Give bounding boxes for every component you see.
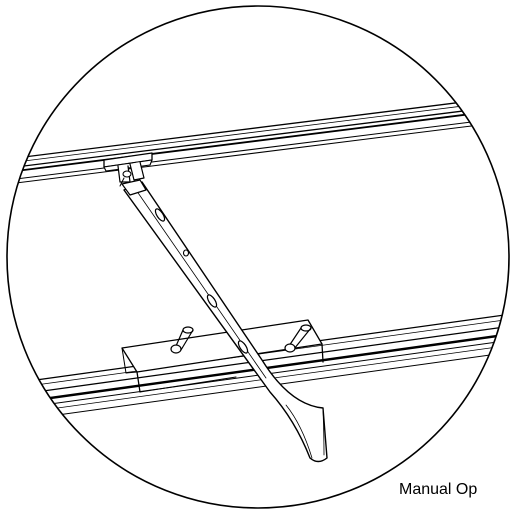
keeper-pin-right — [284, 324, 312, 353]
arm-slots — [154, 208, 249, 354]
stay-hinge-bracket — [103, 152, 153, 196]
keeper-pin-left — [170, 326, 194, 354]
detail-circle — [6, 5, 510, 509]
figure-caption: Manual Op — [399, 481, 478, 498]
keeper-bracket — [121, 319, 324, 393]
upper-frame-rail — [7, 94, 509, 186]
